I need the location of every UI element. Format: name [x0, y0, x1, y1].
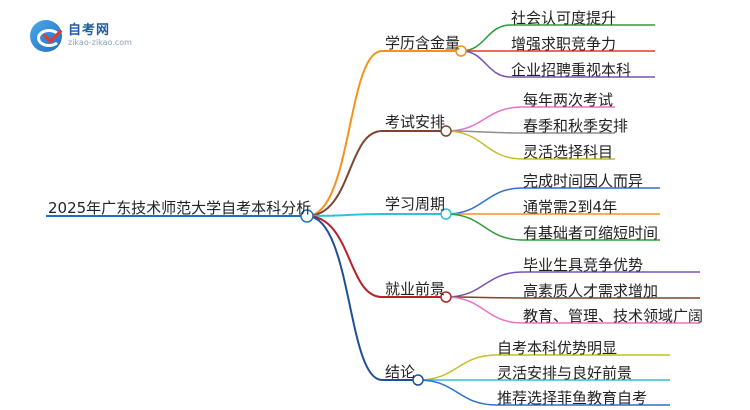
leaf-label: 社会认可度提升: [511, 9, 617, 27]
branch-label-education-value: 学历含金量: [385, 34, 461, 52]
branch-node: [455, 45, 467, 57]
leaf-connector: [445, 213, 660, 241]
branch-connector: [306, 213, 383, 217]
branch-connector: [306, 130, 383, 217]
leaf-label: 教育、管理、技术领域广阔: [523, 307, 704, 325]
leaf-label: 通常需2到4年: [523, 198, 618, 216]
branch-node: [412, 374, 424, 386]
leaf-connector: [445, 130, 615, 160]
leaf-connector: [460, 50, 655, 78]
leaf-connector: [445, 296, 700, 324]
leaf-connector: [445, 296, 700, 299]
leaf-connector: [460, 24, 655, 52]
root-topic: 2025年广东技术师范大学自考本科分析: [48, 199, 312, 217]
leaf-label: 企业招聘重视本科: [511, 61, 632, 79]
leaf-label: 每年两次考试: [523, 91, 614, 109]
branch-label-study-period: 学习周期: [385, 195, 446, 213]
exam-logo-icon: [30, 20, 62, 52]
branch-node: [440, 208, 452, 220]
leaf-label: 灵活选择科目: [523, 143, 614, 161]
branch-label-career-prospects: 就业前景: [385, 280, 446, 298]
leaf-connector: [445, 130, 615, 134]
leaf-label: 高素质人才需求增加: [523, 282, 659, 300]
branch-label-conclusion: 结论: [385, 363, 416, 381]
branch-node: [440, 291, 452, 303]
leaf-label: 增强求职竞争力: [511, 35, 617, 53]
leaf-connector: [417, 379, 670, 406]
branch-connector: [306, 50, 383, 217]
branch-label-exam-schedule: 考试安排: [385, 113, 446, 131]
leaf-connector: [445, 106, 615, 132]
leaf-connector: [445, 187, 660, 215]
branch-connector: [306, 215, 383, 381]
site-logo: 自考网 zikao-zikao.com: [30, 18, 140, 52]
leaf-label: 自考本科优势明显: [497, 339, 618, 357]
leaf-label: 完成时间因人而异: [523, 172, 644, 190]
leaf-label: 有基础者可缩短时间: [523, 224, 659, 242]
leaf-label: 灵活安排与良好前景: [497, 364, 633, 382]
leaf-connector: [417, 354, 670, 381]
logo-url: zikao-zikao.com: [68, 38, 132, 47]
branch-node: [440, 125, 452, 137]
leaf-connector: [445, 271, 700, 298]
leaf-label: 毕业生具竞争优势: [523, 256, 644, 274]
leaf-label: 推荐选择菲鱼教育自考: [497, 389, 648, 407]
leaf-label: 春季和秋季安排: [523, 117, 629, 135]
branch-connector: [306, 215, 383, 298]
logo-name: 自考网: [68, 23, 111, 38]
root-node: [300, 209, 314, 223]
